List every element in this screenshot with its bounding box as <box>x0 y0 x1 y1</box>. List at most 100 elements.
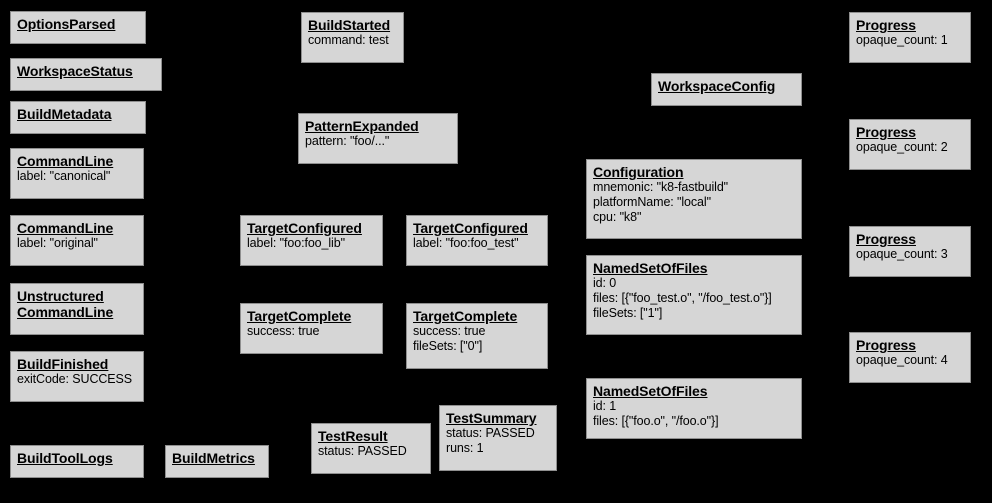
event-node-field: files: [{"foo_test.o", "/foo_test.o"}] <box>593 291 772 305</box>
event-node-title-line: PatternExpanded <box>305 118 419 134</box>
event-node-WorkspaceStatus[interactable]: WorkspaceStatus <box>10 58 162 91</box>
event-node-field: id: 1 <box>593 399 617 413</box>
event-node-field: label: "foo:foo_lib" <box>247 236 345 250</box>
event-node-title: TargetConfigured <box>413 220 541 236</box>
event-node-title: Progress <box>856 231 964 247</box>
event-node-title-line: TargetComplete <box>413 308 518 324</box>
event-node-field: command: test <box>308 33 389 47</box>
event-node-title-line: BuildMetrics <box>172 450 255 466</box>
event-node-title-line: Progress <box>856 124 916 140</box>
event-node-field: platformName: "local" <box>593 195 711 209</box>
event-node-title-line: CommandLine <box>17 304 114 320</box>
event-node-field: success: true <box>247 324 320 338</box>
event-node-field: fileSets: ["1"] <box>593 306 663 320</box>
event-node-title: OptionsParsed <box>17 16 139 32</box>
event-node-title: Progress <box>856 337 964 353</box>
event-node-title: TestSummary <box>446 410 550 426</box>
event-node-title-line: Configuration <box>593 164 684 180</box>
event-node-title: TargetConfigured <box>247 220 376 236</box>
event-node-title: BuildMetadata <box>17 106 139 122</box>
event-node-title-line: BuildStarted <box>308 17 391 33</box>
event-node-title-line: BuildFinished <box>17 356 109 372</box>
event-node-field: files: [{"foo.o", "/foo.o"}] <box>593 414 719 428</box>
event-node-OptionsParsed[interactable]: OptionsParsed <box>10 11 146 44</box>
event-node-title: TargetComplete <box>247 308 376 324</box>
event-node-title-line: BuildMetadata <box>17 106 112 122</box>
event-node-title: NamedSetOfFiles <box>593 260 795 276</box>
event-node-title-line: NamedSetOfFiles <box>593 260 708 276</box>
event-node-field: opaque_count: 2 <box>856 140 948 154</box>
event-node-field: status: PASSED <box>318 444 407 458</box>
event-node-title-line: TestResult <box>318 428 388 444</box>
event-node-title-line: Progress <box>856 337 916 353</box>
event-node-field: opaque_count: 1 <box>856 33 948 47</box>
event-node-field: opaque_count: 4 <box>856 353 948 367</box>
event-node-BuildMetadata[interactable]: BuildMetadata <box>10 101 146 134</box>
event-node-field: label: "canonical" <box>17 169 111 183</box>
event-node-title-line: TargetConfigured <box>413 220 528 236</box>
event-node-field: id: 0 <box>593 276 617 290</box>
event-node-title-line: WorkspaceConfig <box>658 78 776 94</box>
event-node-title: Progress <box>856 17 964 33</box>
event-node-title-line: CommandLine <box>17 220 114 236</box>
event-node-title: BuildMetrics <box>172 450 262 466</box>
event-node-title: PatternExpanded <box>305 118 451 134</box>
event-node-title: CommandLine <box>17 220 137 236</box>
event-node-BuildToolLogs[interactable]: BuildToolLogs <box>10 445 144 478</box>
event-node-WorkspaceConfig[interactable]: WorkspaceConfig <box>651 73 802 106</box>
event-node-title: BuildStarted <box>308 17 397 33</box>
event-node-field: label: "original" <box>17 236 98 250</box>
event-node-field: status: PASSED <box>446 426 535 440</box>
event-node-field: mnemonic: "k8-fastbuild" <box>593 180 729 194</box>
event-node-title-line: BuildToolLogs <box>17 450 113 466</box>
event-node-field: pattern: "foo/..." <box>305 134 390 148</box>
event-node-BuildMetrics[interactable]: BuildMetrics <box>165 445 269 478</box>
event-node-title-line: Progress <box>856 231 916 247</box>
event-node-title-line: TargetConfigured <box>247 220 362 236</box>
event-node-title-line: OptionsParsed <box>17 16 116 32</box>
event-node-title-line: WorkspaceStatus <box>17 63 133 79</box>
event-node-title-line: TestSummary <box>446 410 537 426</box>
event-node-field: success: true <box>413 324 486 338</box>
event-node-title-line: CommandLine <box>17 153 114 169</box>
event-node-title: Configuration <box>593 164 795 180</box>
event-node-title: CommandLine <box>17 153 137 169</box>
event-node-title-line: NamedSetOfFiles <box>593 383 708 399</box>
event-node-title-line: Progress <box>856 17 916 33</box>
event-node-field: opaque_count: 3 <box>856 247 948 261</box>
event-node-title: Progress <box>856 124 964 140</box>
event-node-title-line: TargetComplete <box>247 308 352 324</box>
event-node-title: TestResult <box>318 428 424 444</box>
event-node-field: fileSets: ["0"] <box>413 339 483 353</box>
event-node-title: BuildFinished <box>17 356 137 372</box>
event-node-field: label: "foo:foo_test" <box>413 236 519 250</box>
event-node-title: NamedSetOfFiles <box>593 383 795 399</box>
event-node-field: exitCode: SUCCESS <box>17 372 133 386</box>
event-node-title-line: Unstructured <box>17 288 104 304</box>
event-node-title: WorkspaceConfig <box>658 78 795 94</box>
event-node-field: cpu: "k8" <box>593 210 642 224</box>
event-node-title: TargetComplete <box>413 308 541 324</box>
event-node-title: WorkspaceStatus <box>17 63 155 79</box>
